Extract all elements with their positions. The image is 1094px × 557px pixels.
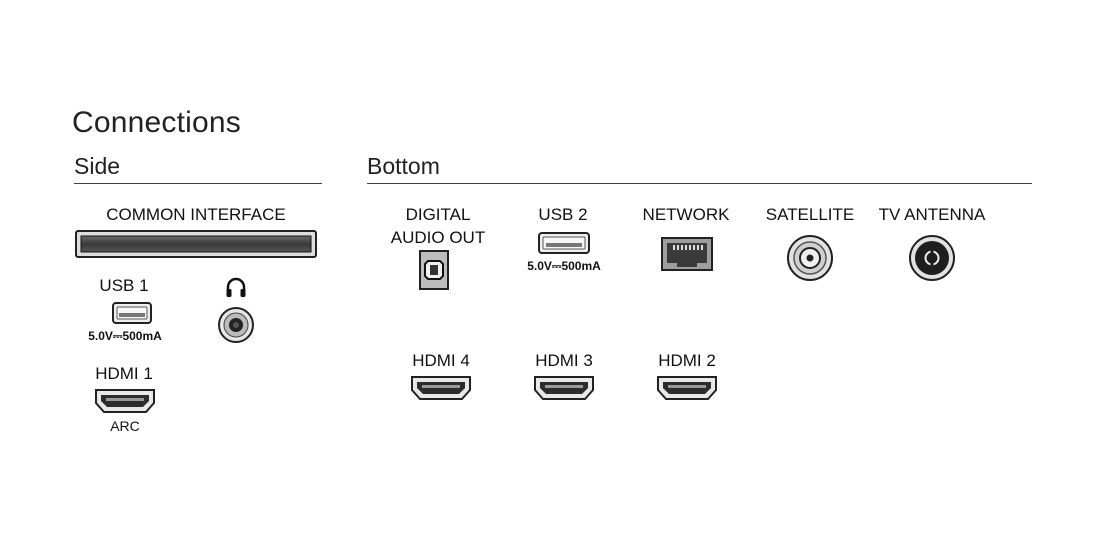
section-side-heading: Side [74,153,121,179]
hdmi3-label: HDMI 3 [535,351,593,370]
usb2-rating: 5.0V⎓500mA [527,259,601,273]
headphone-jack [217,306,255,344]
hdmi4-port [410,375,472,401]
section-bottom-rule [367,183,1032,184]
headphone-icon [225,277,247,299]
usb1-label: USB 1 [99,276,149,295]
network-label: NETWORK [642,205,730,224]
usb2-label: USB 2 [538,205,588,224]
page-title: Connections [72,106,241,139]
digital-audio-port [419,250,449,290]
hdmi3-port [533,375,595,401]
network-port [661,237,713,271]
tv-antenna-label: TV ANTENNA [878,205,986,224]
tv-antenna-connector [908,234,956,282]
hdmi1-label: HDMI 1 [95,364,153,383]
section-side-rule [74,183,322,184]
digital-audio-label-line2: AUDIO OUT [390,228,486,247]
common-interface-label: COMMON INTERFACE [106,205,286,224]
satellite-label: SATELLITE [765,205,855,224]
digital-audio-label-line1: DIGITAL [405,205,471,224]
hdmi2-port [656,375,718,401]
hdmi1-arc-label: ARC [110,418,140,434]
satellite-connector [786,234,834,282]
usb1-port [112,302,152,324]
usb2-port [538,232,590,254]
hdmi2-label: HDMI 2 [658,351,716,370]
section-bottom-heading: Bottom [367,153,440,179]
usb1-rating: 5.0V⎓500mA [88,329,162,343]
hdmi4-label: HDMI 4 [412,351,470,370]
hdmi1-port [94,388,156,414]
common-interface-slot [75,230,317,258]
